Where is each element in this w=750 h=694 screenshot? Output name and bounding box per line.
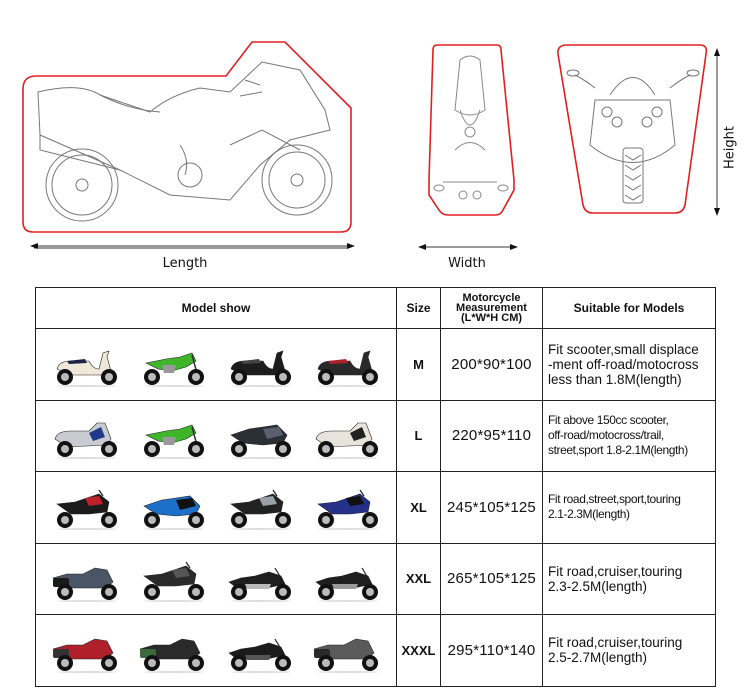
bike-strip — [36, 329, 396, 400]
measurement-cell: 295*110*140 — [440, 614, 543, 687]
length-label: Length — [162, 256, 208, 271]
models-line2: -ment off-road/motocross — [548, 356, 699, 372]
adventure-motorcycle-icon — [55, 489, 117, 531]
model-images-cell — [35, 471, 397, 544]
size-cell: XXXL — [396, 614, 441, 687]
header-model-show: Model show — [35, 287, 397, 329]
models-line1: Fit scooter,small displace — [548, 341, 699, 357]
header-size: Size — [396, 287, 441, 329]
adventure-motorcycle-icon — [229, 489, 291, 531]
motorcycle-front-sketch-icon — [566, 69, 700, 204]
side-view-diagram — [22, 41, 352, 249]
top-cover-outline — [428, 44, 515, 216]
side-cover-outline — [22, 41, 352, 233]
height-dimension-arrow — [714, 48, 720, 216]
models-line2: off-road/motocross/trail, — [548, 428, 664, 443]
scooter-motorcycle-icon — [317, 350, 378, 388]
size-cell: L — [396, 399, 441, 472]
front-view-diagram — [557, 44, 708, 214]
dirt-motorcycle-icon — [143, 424, 204, 459]
model-images-cell — [35, 542, 397, 615]
table-row-m: M 200*90*100 Fit scooter,small displace … — [35, 328, 716, 401]
tourer-motorcycle-icon — [138, 638, 204, 674]
size-cell: XXL — [396, 542, 441, 615]
tourer-motorcycle-icon — [51, 567, 117, 602]
models-line2: 2.3-2.5M(length) — [548, 578, 648, 594]
size-chart-table: Model show Size Motorcycle Measurement (… — [35, 287, 716, 687]
suitable-models-cell: Fit above 150cc scooter, off-road/motocr… — [542, 399, 716, 472]
table-row-xxxl: XXXL 295*110*140 Fit road,cruiser,tourin… — [35, 614, 716, 687]
models-line1: Fit road,cruiser,touring — [548, 635, 683, 651]
models-line2: 2.5-2.7M(length) — [548, 650, 648, 666]
maxi-motorcycle-icon — [54, 422, 117, 459]
models-line1: Fit road,street,sport,touring — [548, 492, 681, 507]
header-measurement: Motorcycle Measurement (L*W*H CM) — [440, 287, 543, 329]
motorcycle-top-sketch-icon — [433, 55, 509, 200]
length-dimension-arrow — [30, 243, 355, 249]
cruiser-motorcycle-icon — [227, 638, 291, 674]
cruiser-motorcycle-icon — [314, 567, 378, 602]
size-cell: XL — [396, 471, 441, 544]
models-line1: Fit road,cruiser,touring — [548, 563, 683, 579]
suitable-models-cell: Fit road,cruiser,touring 2.3-2.5M(length… — [542, 542, 716, 615]
header-suitable-models: Suitable for Models — [542, 287, 716, 329]
adventure-motorcycle-icon — [142, 561, 204, 602]
height-label: Height — [722, 126, 738, 169]
dirt-motorcycle-icon — [143, 352, 204, 388]
table-row-l: L 220*95*110 Fit above 150cc scooter, of… — [35, 399, 716, 472]
measurement-cell: 220*95*110 — [440, 399, 543, 472]
models-line3: less than 1.8M(length) — [548, 371, 682, 387]
top-view-diagram — [428, 44, 515, 216]
front-cover-outline — [557, 44, 708, 214]
model-images-cell — [35, 614, 397, 687]
models-line3: street,sport 1.8-2.1M(length) — [548, 443, 688, 458]
model-images-cell — [35, 399, 397, 472]
sport-motorcycle-icon — [142, 495, 204, 531]
suitable-models-cell: Fit road,cruiser,touring 2.5-2.7M(length… — [542, 614, 716, 687]
models-line2: 2.1-2.3M(length) — [548, 507, 630, 522]
tourer-motorcycle-icon — [312, 638, 378, 674]
sport-motorcycle-icon — [229, 424, 291, 459]
suitable-models-cell: Fit road,street,sport,touring 2.1-2.3M(l… — [542, 471, 716, 544]
scooter-motorcycle-icon — [56, 350, 117, 388]
adventure-motorcycle-icon — [316, 489, 378, 531]
measurement-cell: 245*105*125 — [440, 471, 543, 544]
scooter-motorcycle-icon — [230, 350, 291, 388]
suitable-models-cell: Fit scooter,small displace -ment off-roa… — [542, 328, 716, 401]
bike-strip — [36, 544, 396, 615]
table-row-xxl: XXL 265*105*125 Fit road,cruiser,touring… — [35, 542, 716, 615]
tourer-motorcycle-icon — [51, 638, 117, 674]
size-cell: M — [396, 328, 441, 401]
measurement-cell: 200*90*100 — [440, 328, 543, 401]
table-row-xl: XL 245*105*125 Fit road,street,sport,tou… — [35, 471, 716, 544]
bike-strip — [36, 472, 396, 543]
models-line1: Fit above 150cc scooter, — [548, 413, 669, 428]
measurement-cell: 265*105*125 — [440, 542, 543, 615]
motorcycle-side-sketch-icon — [37, 61, 333, 222]
model-images-cell — [35, 328, 397, 401]
width-label: Width — [448, 256, 486, 271]
cruiser-motorcycle-icon — [227, 567, 291, 602]
maxi-motorcycle-icon — [315, 422, 378, 459]
bike-strip — [36, 401, 396, 472]
table-header-row: Model show Size Motorcycle Measurement (… — [35, 287, 716, 329]
bike-strip — [36, 615, 396, 686]
width-dimension-arrow — [418, 244, 518, 250]
